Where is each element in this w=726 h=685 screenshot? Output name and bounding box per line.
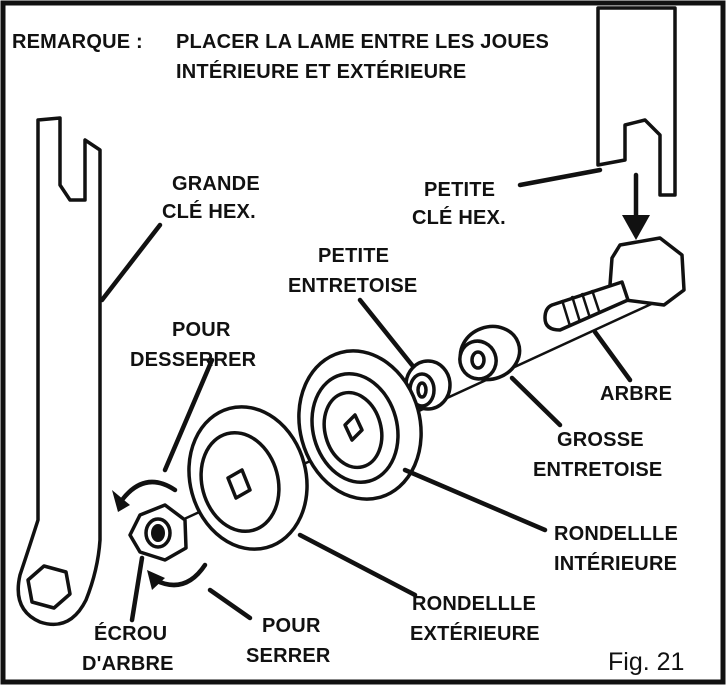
small-hex-wrench bbox=[596, 6, 677, 240]
large-spacer-part bbox=[458, 324, 522, 382]
outer-flange-label-2: EXTÉRIEURE bbox=[410, 622, 540, 645]
inner-flange-label-1: RONDELLLE bbox=[554, 523, 678, 545]
large-wrench-label-2: CLÉ HEX. bbox=[162, 200, 256, 223]
loosen-label-2: DESSERRER bbox=[130, 349, 257, 371]
insert-arrow bbox=[622, 215, 650, 240]
large-spacer-label-1: GROSSE bbox=[557, 429, 644, 451]
figure-number: Fig. 21 bbox=[608, 648, 684, 676]
small-wrench-label-1: PETITE bbox=[424, 179, 495, 201]
arbor-nut-label-1: ÉCROU bbox=[94, 622, 167, 645]
loosen-rotation-arrow bbox=[112, 479, 178, 512]
note-prefix: REMARQUE : bbox=[12, 31, 143, 53]
arbor-nut-label-2: D'ARBRE bbox=[82, 653, 174, 675]
arbor-nut-part bbox=[128, 503, 188, 562]
outer-flange-part bbox=[187, 405, 309, 551]
tighten-rotation-arrow bbox=[147, 562, 208, 590]
small-spacer-label-2: ENTRETOISE bbox=[288, 275, 417, 297]
large-hex-wrench bbox=[16, 116, 102, 627]
tighten-label-1: POUR bbox=[262, 615, 321, 637]
arbor-label: ARBRE bbox=[600, 383, 672, 405]
large-wrench-label-1: GRANDE bbox=[172, 173, 260, 195]
loosen-label-1: POUR bbox=[172, 319, 231, 341]
note-line-2: INTÉRIEURE ET EXTÉRIEURE bbox=[176, 60, 466, 83]
large-spacer-label-2: ENTRETOISE bbox=[533, 459, 662, 481]
tighten-label-2: SERRER bbox=[246, 645, 331, 667]
inner-flange-part bbox=[297, 349, 423, 501]
inner-flange-label-2: INTÉRIEURE bbox=[554, 552, 677, 575]
leader-lines bbox=[99, 167, 633, 623]
small-wrench-label-2: CLÉ HEX. bbox=[412, 206, 506, 229]
outer-flange-label-1: RONDELLLE bbox=[412, 593, 536, 615]
small-spacer-label-1: PETITE bbox=[318, 245, 389, 267]
note-line-1: PLACER LA LAME ENTRE LES JOUES bbox=[176, 31, 549, 53]
arbor-bolt bbox=[543, 236, 686, 332]
